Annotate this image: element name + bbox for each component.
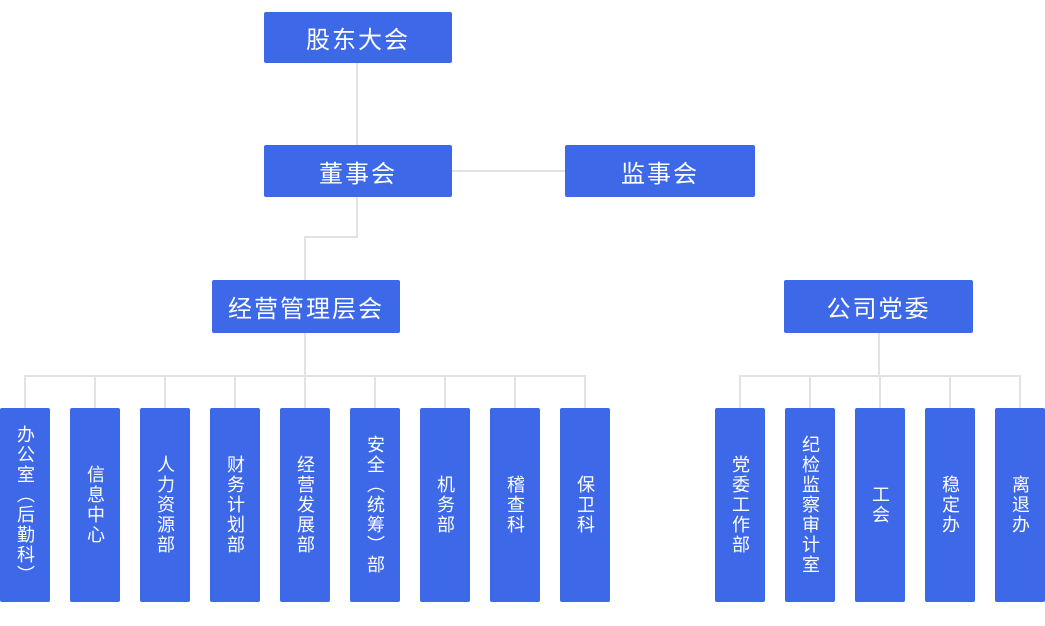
connector-left-stub — [444, 375, 446, 408]
node-board-of-directors: 董事会 — [264, 145, 452, 197]
dept-retirees-office: 离退办 — [995, 408, 1045, 602]
dept-information-center: 信息中心 — [70, 408, 120, 602]
connector-right-stub — [1019, 375, 1021, 408]
connector-party-down — [878, 333, 880, 377]
connector-board-down — [356, 197, 358, 238]
dept-safety-coordination: 安全（统筹）部 — [350, 408, 400, 602]
connector-right-stub — [809, 375, 811, 408]
connector-left-stub — [164, 375, 166, 408]
node-party-committee: 公司党委 — [784, 280, 973, 333]
dept-party-work: 党委工作部 — [715, 408, 765, 602]
dept-labor-union: 工会 — [855, 408, 905, 602]
connector-left-stub — [234, 375, 236, 408]
connector-board-supervisors — [452, 170, 565, 172]
connector-management-down — [304, 333, 306, 377]
connector-left-stub — [584, 375, 586, 408]
connector-shareholders-board — [356, 63, 358, 145]
node-board-of-supervisors: 监事会 — [565, 145, 755, 197]
dept-discipline-audit: 纪检监察审计室 — [785, 408, 835, 602]
dept-security: 保卫科 — [560, 408, 610, 602]
connector-left-stub — [374, 375, 376, 408]
dept-business-development: 经营发展部 — [280, 408, 330, 602]
connector-left-stub — [304, 375, 306, 408]
dept-machinery: 机务部 — [420, 408, 470, 602]
connector-left-stub — [24, 375, 26, 408]
dept-stability-office: 稳定办 — [925, 408, 975, 602]
dept-office-logistics: 办公室（后勤科） — [0, 408, 50, 602]
connector-management-up — [304, 236, 306, 280]
dept-finance-planning: 财务计划部 — [210, 408, 260, 602]
connector-right-stub — [739, 375, 741, 408]
connector-board-management-jog — [304, 236, 358, 238]
node-shareholders-meeting: 股东大会 — [264, 12, 452, 63]
dept-human-resources: 人力资源部 — [140, 408, 190, 602]
connector-left-stub — [94, 375, 96, 408]
dept-inspection: 稽查科 — [490, 408, 540, 602]
connector-left-stub — [514, 375, 516, 408]
node-management-committee: 经营管理层会 — [212, 280, 400, 333]
connector-right-stub — [949, 375, 951, 408]
connector-right-stub — [879, 375, 881, 408]
